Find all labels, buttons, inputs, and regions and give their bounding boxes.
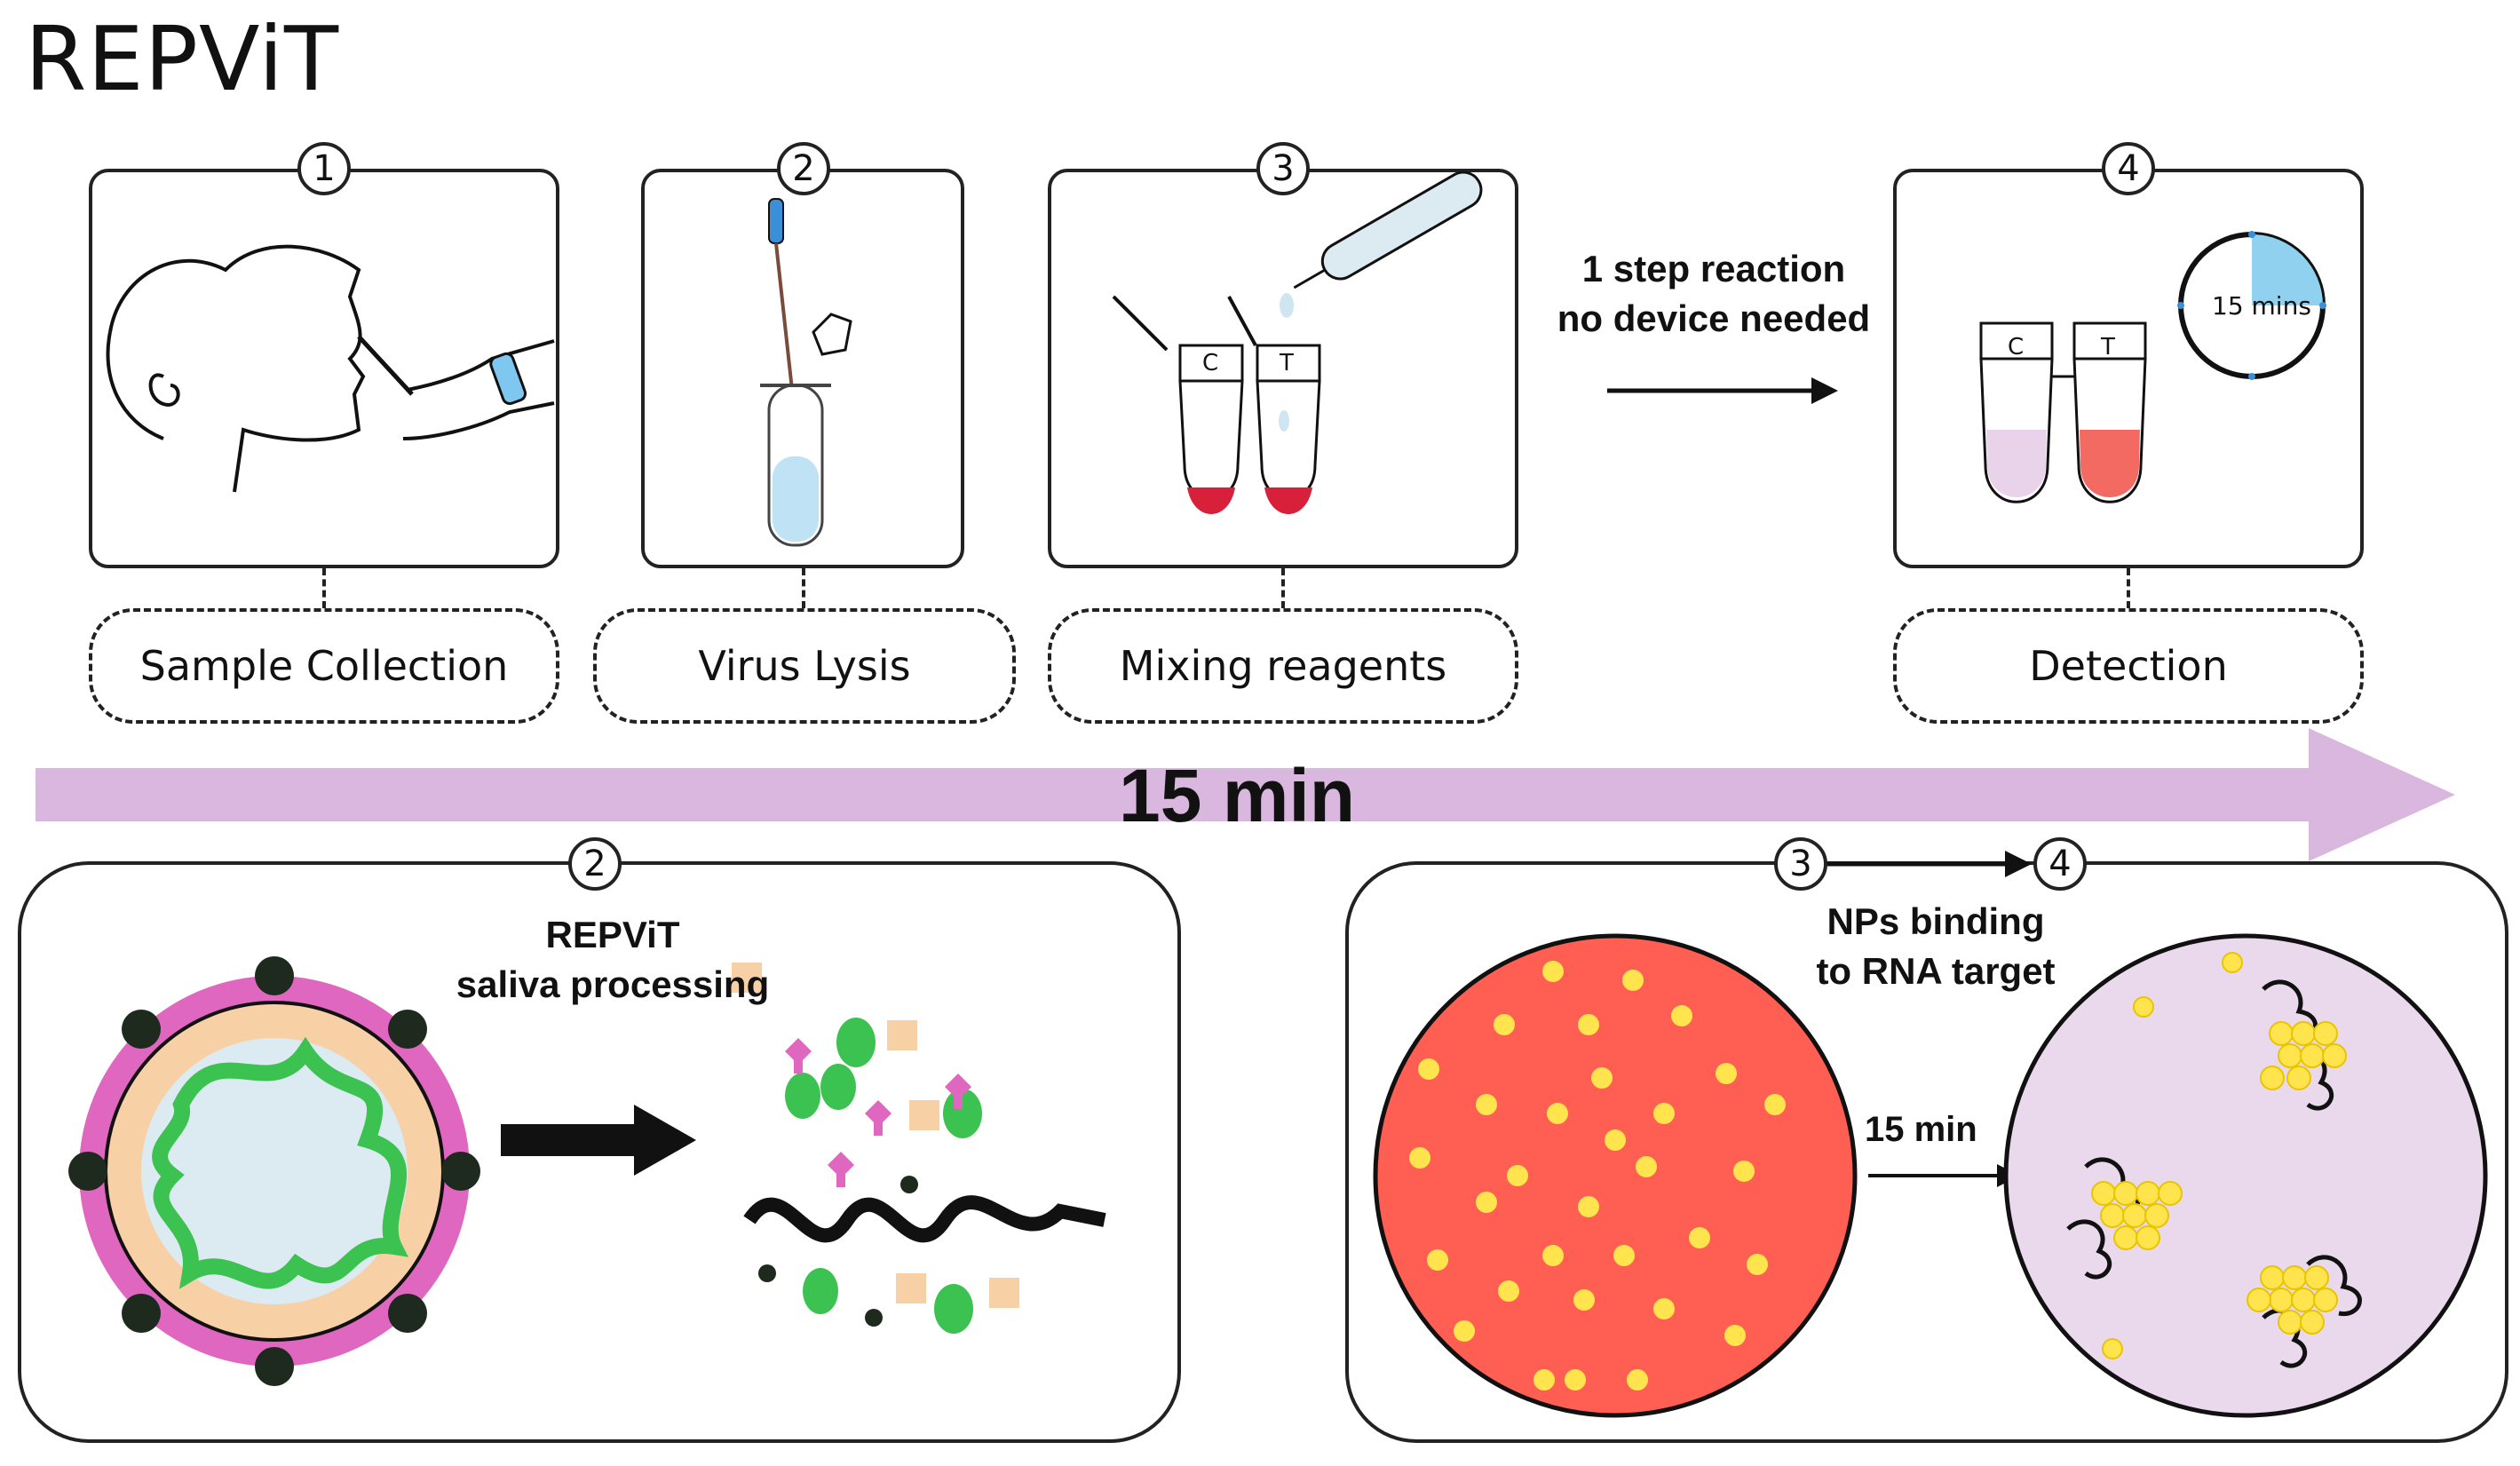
step-3-panel: C T [1048,169,1518,568]
lysis-tube-illustration [760,198,852,547]
step-1-number: 1 [297,142,351,195]
step-2-label: Virus Lysis [593,608,1016,724]
step-1-label: Sample Collection [89,608,559,724]
reaction-note-line1: 1 step reaction [1581,248,1846,289]
saliva-caption-line1: REPViT [545,914,680,955]
purple-solution-circle [2003,933,2488,1418]
step-2-panel [641,169,964,568]
step-3-connector [1281,568,1285,608]
step-3-label: Mixing reagents [1048,608,1518,724]
step-2-connector [802,568,805,608]
mixing-tubes-illustration [1112,170,1483,514]
lower-left-number: 2 [568,837,622,891]
step-1-panel [89,169,559,568]
nasal-swab-illustration [106,244,555,493]
red-solution-circle [1373,933,1858,1418]
process-arrow [501,1105,696,1176]
reaction-note-line2: no device needed [1557,297,1871,339]
saliva-processing-caption: REPViT saliva processing [400,910,826,1010]
binding-time-label: 15 min [1865,1110,1977,1149]
step-4-connector [2127,568,2130,608]
tube-t-label-step4: T [2101,334,2115,361]
timeline-label: 15 min [1119,754,1356,837]
step-3-number: 3 [1256,142,1310,195]
step-1-connector [322,568,326,608]
detection-tubes-illustration [1979,231,2326,503]
np-caption-line1: NPs binding [1827,900,2045,942]
reaction-arrow [1607,377,1838,404]
np-binding-panel [1345,861,2508,1443]
np-binding-caption: NPs binding to RNA target [1758,897,2113,996]
step-2-number: 2 [777,142,830,195]
tube-t-label-step3: T [1280,350,1294,376]
timer-label: 15 mins [2212,291,2311,321]
step-4-number: 4 [2102,142,2155,195]
step-4-panel: C T 15 mins [1893,169,2364,568]
np-caption-line2: to RNA target [1816,950,2056,992]
tube-c-label-step4: C [2008,334,2025,361]
lysed-components [732,963,1106,1334]
virus-illustration [68,956,480,1386]
diagram-title: REPViT [25,7,340,111]
saliva-caption-line2: saliva processing [456,963,770,1005]
reaction-note: 1 step reaction no device needed [1536,244,1891,344]
step-4-label: Detection [1893,608,2364,724]
tube-c-label-step3: C [1202,350,1219,376]
lower-right-number-from: 3 [1774,837,1827,891]
lower-right-number-to: 4 [2033,837,2087,891]
saliva-processing-panel [18,861,1181,1443]
step-3-to-4-arrow [1827,851,2032,877]
timeline-arrow [36,728,2455,861]
